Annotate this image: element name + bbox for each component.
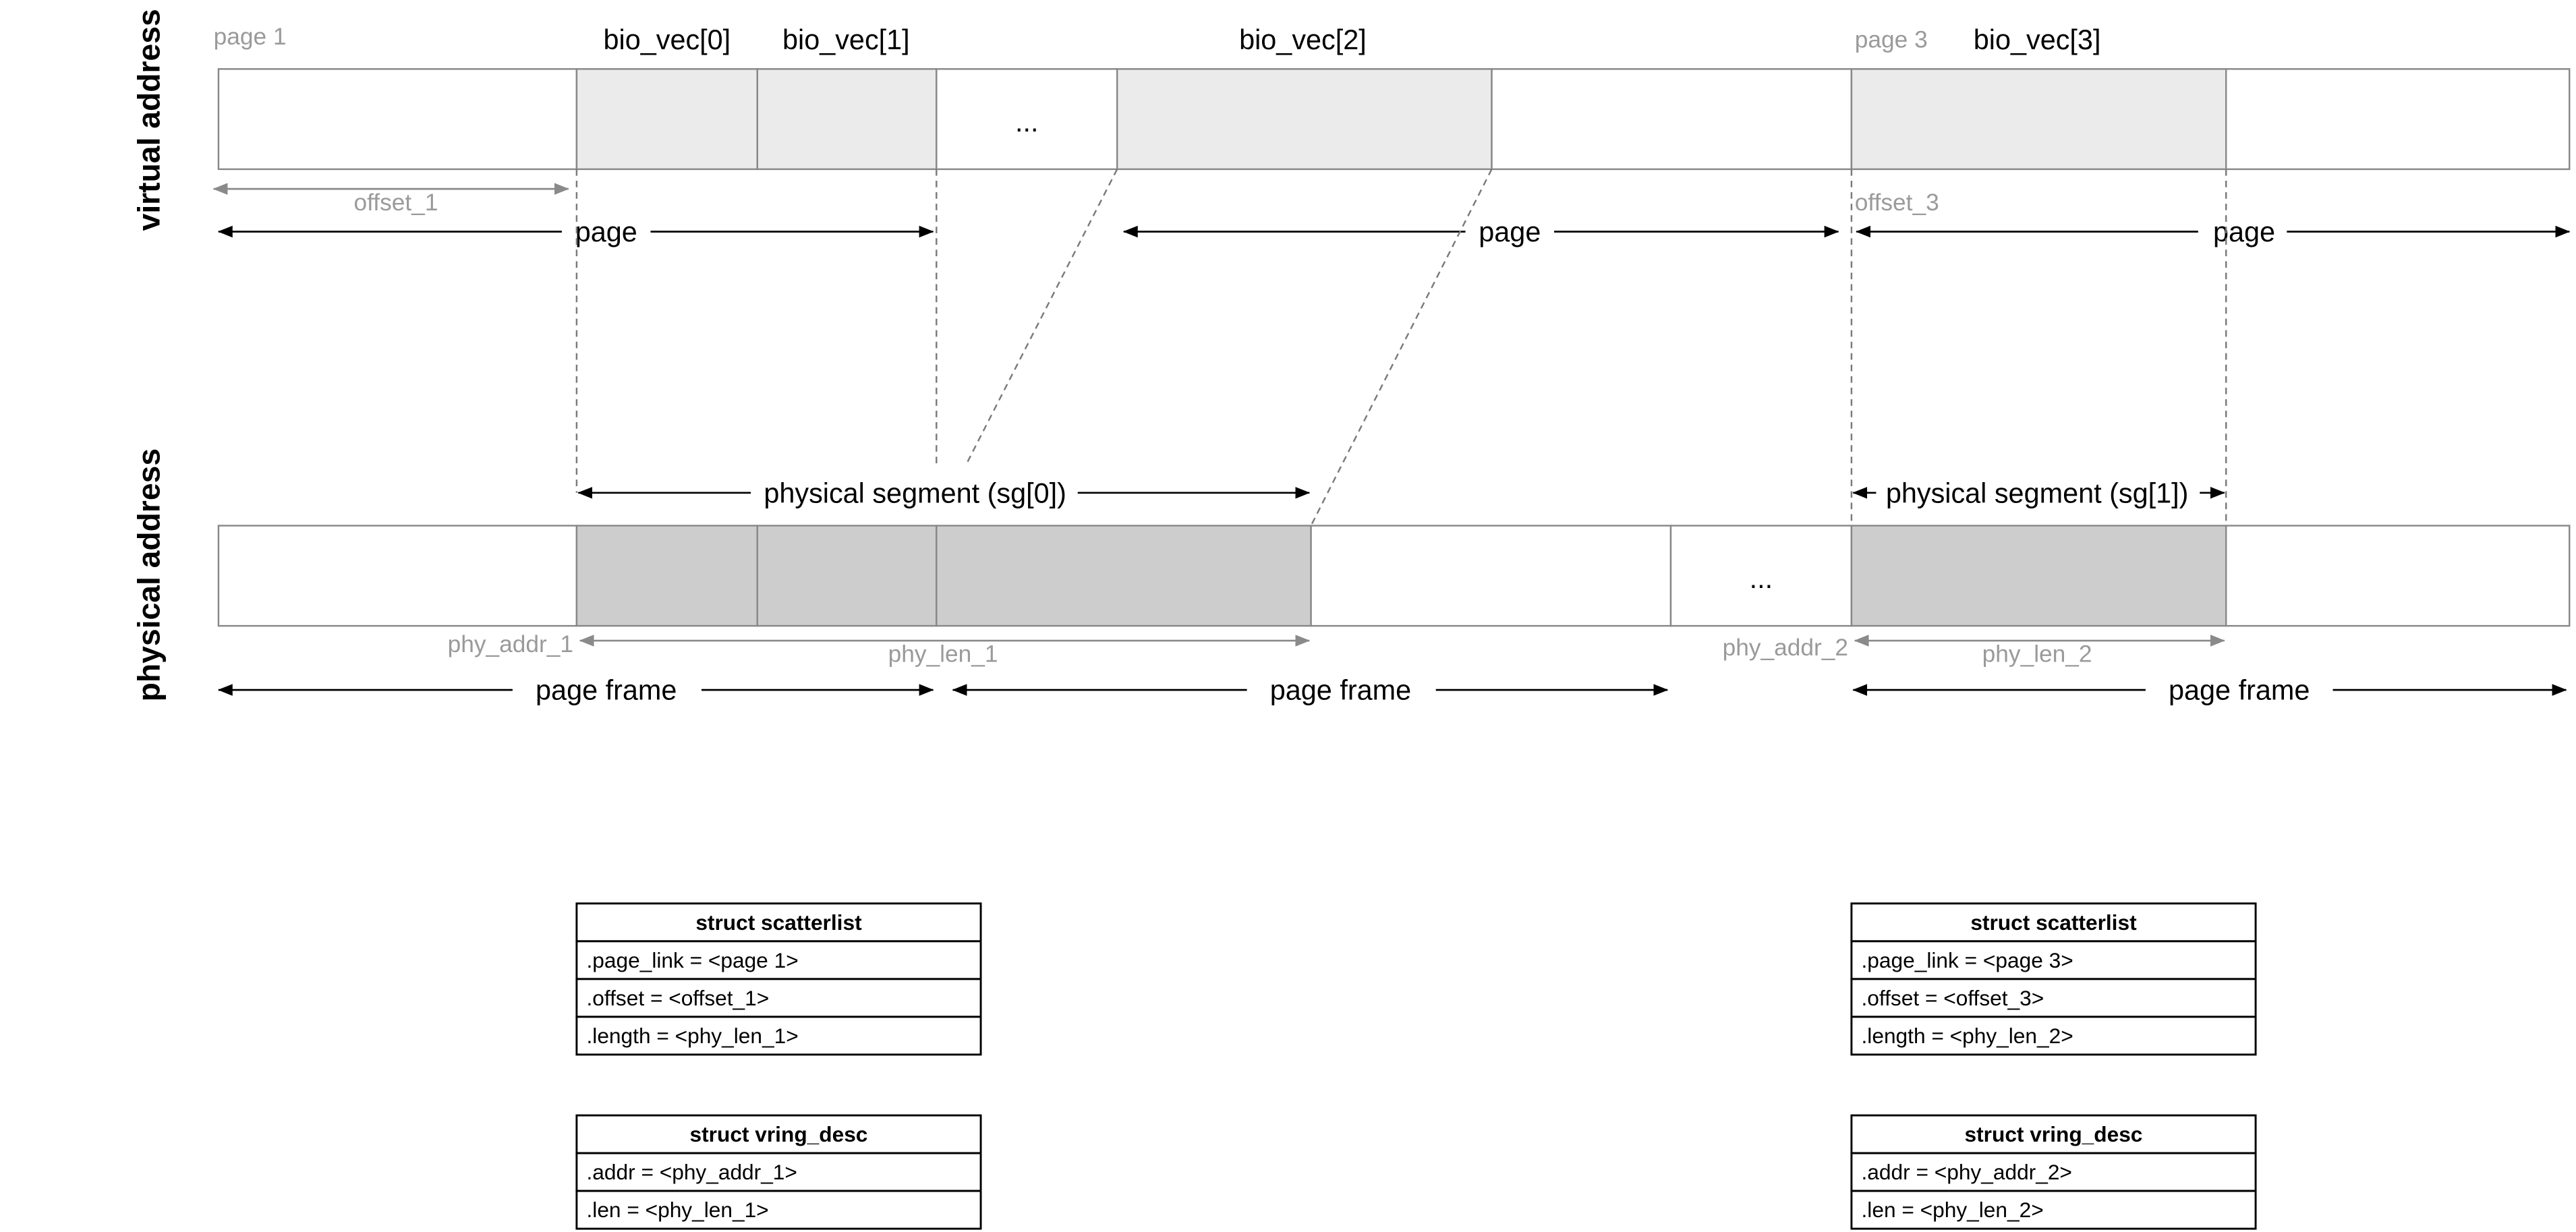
- virtual-address-row: ... page 1 page 3 bio_vec[0] bio_vec[1] …: [214, 24, 2571, 171]
- vring-1-title-cell: [575, 1114, 982, 1154]
- physical-segment-0-label: physical segment (sg[0]): [764, 477, 1066, 508]
- mapping-lines: [575, 169, 2227, 527]
- page-frame-label-2: page frame: [1270, 675, 1411, 706]
- vring-2-row-2-cell: [1850, 1190, 2257, 1230]
- scatterlist-2-row-2-cell: [1850, 978, 2257, 1018]
- scatterlist-2-page-link: .page_link = <page 3>: [1862, 948, 2073, 972]
- virtual-ellipsis: ...: [1015, 107, 1038, 138]
- vring-2-title-cell: [1850, 1114, 2257, 1154]
- virtual-segment-bio-vec-0: [575, 68, 759, 171]
- scatterlist-1-page-link: .page_link = <page 1>: [587, 948, 799, 972]
- page-3-label: page 3: [1855, 27, 1928, 53]
- physical-segment-part-b: [756, 525, 938, 627]
- vring-desc-table-1: struct vring_desc .addr = <phy_addr_1> .…: [575, 1114, 982, 1230]
- scatterlist-table-2: struct scatterlist .page_link = <page 3>…: [1850, 902, 2257, 1056]
- virtual-address-title: virtual address: [131, 9, 166, 231]
- vring-1-len: .len = <phy_len_1>: [587, 1198, 769, 1222]
- scatterlist-1-title-cell: [575, 902, 982, 943]
- scatterlist-1-offset: .offset = <offset_1>: [587, 986, 770, 1010]
- scatterlist-1-row-3-cell: [575, 1016, 982, 1056]
- virtual-page-1-head: [217, 68, 578, 171]
- physical-ellipsis: ...: [1750, 563, 1773, 594]
- vring-2-len: .len = <phy_len_2>: [1862, 1198, 2044, 1222]
- physical-gap-2: [1669, 525, 1853, 627]
- page-label-3: page: [2213, 216, 2275, 247]
- scatterlist-2-title: struct scatterlist: [1970, 910, 2137, 935]
- physical-segment-part-a: [575, 525, 759, 627]
- scatterlist-2-title-cell: [1850, 902, 2257, 943]
- virtual-gap-2: [1491, 68, 1853, 171]
- phy-addr-2-label: phy_addr_2: [1723, 635, 1848, 661]
- scatterlist-1-title: struct scatterlist: [695, 910, 862, 935]
- vring-1-addr: .addr = <phy_addr_1>: [587, 1160, 797, 1184]
- phy-len-2-label: phy_len_2: [1982, 641, 2092, 668]
- physical-address-title: physical address: [131, 448, 166, 702]
- page-frame-label-3: page frame: [2169, 675, 2310, 706]
- virtual-segment-bio-vec-3: [1850, 68, 2227, 171]
- scatterlist-2-length: .length = <phy_len_2>: [1862, 1024, 2073, 1048]
- scatterlist-1-row-2-cell: [575, 978, 982, 1018]
- virtual-segment-bio-vec-2: [1116, 68, 1493, 171]
- vring-1-title: struct vring_desc: [690, 1122, 868, 1146]
- virtual-segment-bio-vec-1: [756, 68, 938, 171]
- bio-vec-1-label: bio_vec[1]: [782, 24, 910, 55]
- bio-vec-3-label: bio_vec[3]: [1974, 24, 2101, 55]
- physical-gap-1: [1310, 525, 1672, 627]
- scatterlist-table-1: struct scatterlist .page_link = <page 1>…: [575, 902, 982, 1056]
- vring-2-title: struct vring_desc: [1965, 1122, 2143, 1146]
- scatterlist-1-length: .length = <phy_len_1>: [587, 1024, 799, 1048]
- physical-address-row: ...: [217, 525, 2571, 627]
- physical-frame-head: [217, 525, 578, 627]
- map-line-bio2-left: [965, 169, 1118, 465]
- vring-1-row-1-cell: [575, 1152, 982, 1192]
- virtual-page-3-tail: [2225, 68, 2571, 171]
- page-frame-label-1: page frame: [536, 675, 677, 706]
- page-label-2: page: [1479, 216, 1541, 247]
- page-label-1: page: [575, 216, 637, 247]
- bio-vec-0-label: bio_vec[0]: [604, 24, 731, 55]
- phy-len-1-label: phy_len_1: [888, 641, 998, 668]
- offset-3-label: offset_3: [1855, 189, 1939, 216]
- virtual-gap: [936, 68, 1118, 171]
- physical-segment-1-label: physical segment (sg[1]): [1886, 477, 2189, 508]
- physical-segment-1: [1850, 525, 2227, 627]
- scatterlist-2-row-3-cell: [1850, 1016, 2257, 1056]
- offset-1-label: offset_1: [354, 189, 438, 216]
- map-line-bio2-right: [1310, 169, 1493, 527]
- phy-addr-1-label: phy_addr_1: [448, 631, 573, 657]
- bio-vec-2-label: bio_vec[2]: [1239, 24, 1367, 55]
- page-1-label: page 1: [214, 24, 287, 50]
- scatterlist-2-offset: .offset = <offset_3>: [1862, 986, 2044, 1010]
- physical-segment-part-c: [936, 525, 1312, 627]
- vring-2-row-1-cell: [1850, 1152, 2257, 1192]
- vring-1-row-2-cell: [575, 1190, 982, 1230]
- vring-desc-table-2: struct vring_desc .addr = <phy_addr_2> .…: [1850, 1114, 2257, 1230]
- physical-frame-tail: [2225, 525, 2571, 627]
- vring-2-addr: .addr = <phy_addr_2>: [1862, 1160, 2072, 1184]
